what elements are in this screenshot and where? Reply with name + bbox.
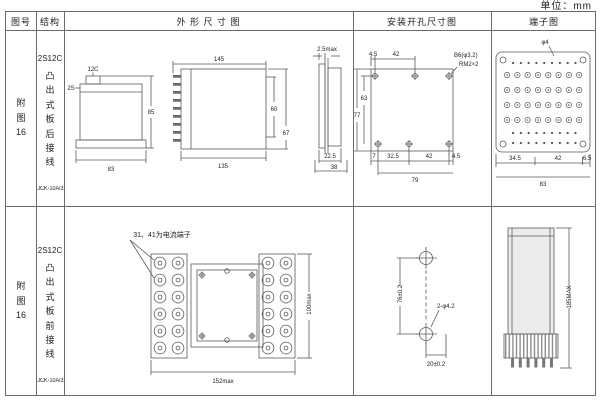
wiring-style-row2: 凸出式板前接线 bbox=[45, 263, 55, 360]
relay-profile-view bbox=[503, 227, 572, 369]
header-fig-no: 图号 bbox=[10, 16, 31, 27]
model-row1: 2S12C bbox=[37, 54, 63, 63]
front-mounting-holes bbox=[397, 247, 447, 358]
dim-63-label: 63 bbox=[361, 96, 368, 102]
terminal-board-view bbox=[495, 45, 591, 178]
mounting-drawing-row2: 76±0.2 2-φ4.2 20±0.2 bbox=[397, 247, 455, 368]
terminal-drawing-row2: 185MAX bbox=[503, 227, 573, 369]
dim-83-label: 83 bbox=[108, 167, 115, 173]
dim-20-label: 20±0.2 bbox=[427, 362, 446, 368]
structure-cell-row1: 2S12C 凸出式板后接线 JCK-10A/3 bbox=[36, 30, 64, 206]
dim-38-label: 38 bbox=[331, 165, 338, 171]
relay-side-view bbox=[172, 61, 288, 161]
column-divider bbox=[64, 12, 65, 395]
dim-83-total-label: 83 bbox=[540, 182, 547, 188]
relay-panel-edge-view bbox=[313, 53, 348, 173]
column-divider bbox=[36, 12, 37, 395]
dim-85-label: 85 bbox=[148, 110, 155, 116]
dim-152max-label: 152max bbox=[212, 379, 233, 385]
dim-67-label: 67 bbox=[283, 131, 290, 137]
hole-spec-label: B6(φ3.2) bbox=[454, 53, 478, 59]
spec-table: 图号 结构 外 形 尺 寸 图 安装开孔尺寸图 端子图 附图16 2S12C 凸… bbox=[5, 11, 596, 396]
mounting-drawing-row1: 4.5 42 B6(φ3.2) RM2×2 77 63 7 32.5 42 4.… bbox=[354, 52, 480, 184]
dim-12c-label: 12C bbox=[87, 67, 99, 73]
header-structure: 结构 bbox=[39, 16, 60, 27]
header-terminal: 端子图 bbox=[528, 16, 559, 27]
dim-7-label: 7 bbox=[372, 154, 376, 160]
fig-no-cell-row1: 附图16 bbox=[6, 30, 36, 206]
outline-drawing-row1: 12C 2S 83 85 145 135 60 67 2.5max 22.5 3… bbox=[67, 47, 348, 173]
current-terminal-note: 31、41为电流端子 bbox=[133, 230, 191, 239]
dim-65-label: 6.5 bbox=[583, 156, 592, 162]
outline-drawing-row2: 31、41为电流端子 152max 100max bbox=[129, 230, 313, 385]
relay-type-row1: JCK-10A/3 bbox=[36, 185, 64, 192]
dim-42-bot-label: 42 bbox=[426, 154, 433, 160]
dim-60-label: 60 bbox=[271, 107, 278, 113]
dim-76-label: 76±0.2 bbox=[398, 284, 404, 303]
dim-145-label: 145 bbox=[214, 57, 225, 63]
wiring-style-row1: 凸出式板后接线 bbox=[45, 71, 55, 168]
header-mounting: 安装开孔尺寸图 bbox=[386, 16, 457, 27]
panel-cutout-view bbox=[354, 56, 458, 175]
dim-325-label: 32.5 bbox=[387, 154, 399, 160]
dim-77-label: 77 bbox=[354, 113, 361, 119]
model-row2: 2S12C bbox=[37, 246, 63, 255]
screw-spec-label: RM2×2 bbox=[459, 62, 479, 68]
dim-45-bot-label: 4.5 bbox=[452, 154, 461, 160]
row-divider bbox=[6, 206, 595, 207]
column-divider bbox=[353, 12, 354, 395]
dim-phi4-label: φ4 bbox=[541, 40, 549, 46]
fig-no-row2: 附图16 bbox=[15, 281, 26, 321]
fig-no-cell-row2: 附图16 bbox=[6, 206, 36, 396]
dim-225-label: 22.5 bbox=[324, 154, 336, 160]
structure-cell-row2: 2S12C 凸出式板前接线 JCK-10A/3 bbox=[36, 206, 64, 396]
relay-top-view bbox=[75, 72, 154, 163]
dim-100max-label: 100max bbox=[307, 293, 313, 314]
dim-345-label: 34.5 bbox=[509, 156, 521, 162]
column-divider bbox=[491, 12, 492, 395]
row-divider bbox=[6, 30, 595, 31]
terminal-drawing-row1: φ4 34.5 42 6.5 83 bbox=[495, 40, 592, 188]
header-outline: 外 形 尺 寸 图 bbox=[176, 16, 241, 27]
relay-type-row2: JCK-10A/3 bbox=[36, 377, 64, 384]
fig-no-row1: 附图16 bbox=[15, 98, 26, 138]
dim-79-label: 79 bbox=[412, 178, 419, 184]
dim-42-label: 42 bbox=[555, 156, 562, 162]
dim-42-top-label: 42 bbox=[393, 52, 400, 58]
dim-185max-label: 185MAX bbox=[567, 285, 573, 308]
front-wiring-view bbox=[129, 239, 312, 375]
dim-2s-label: 2S bbox=[67, 86, 74, 92]
dim-2phi42-label: 2-φ4.2 bbox=[437, 304, 455, 310]
dim-25max-label: 2.5max bbox=[317, 47, 337, 53]
dim-45-top-label: 4.5 bbox=[369, 52, 378, 58]
unit-label: 单位：mm bbox=[540, 1, 592, 12]
dim-135-label: 135 bbox=[218, 164, 229, 170]
